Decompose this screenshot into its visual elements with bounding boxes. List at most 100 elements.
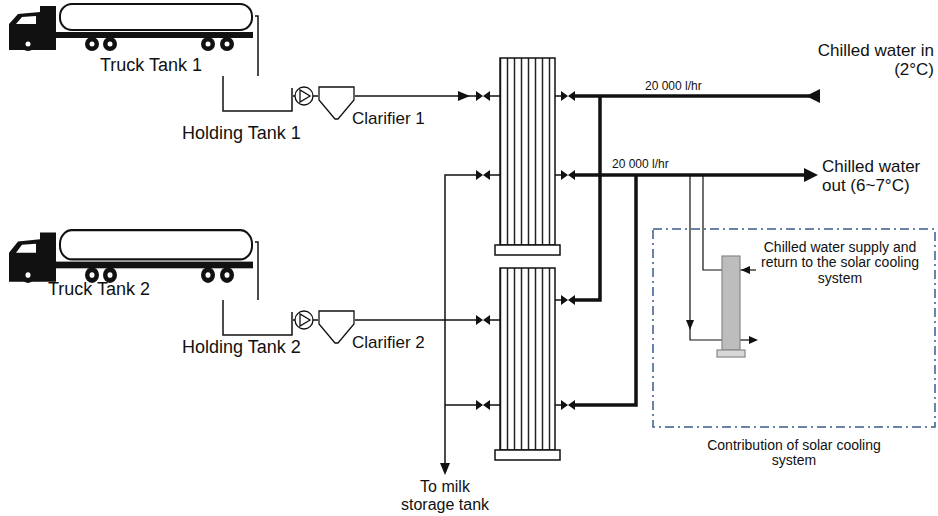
drawing-path — [16, 244, 36, 253]
drawing-path — [319, 311, 354, 343]
arrowheads — [440, 91, 470, 475]
pipe-label: Chilled water out (6~7°C) — [822, 158, 936, 195]
drawing-polygon — [749, 336, 758, 344]
pipe-label: 20 000 l/hr — [645, 80, 702, 93]
drawing-path — [561, 170, 575, 180]
drawing-circle — [26, 272, 31, 278]
drawing-rect — [60, 230, 252, 259]
drawing-line — [355, 319, 476, 321]
drawing-circle — [295, 87, 313, 105]
drawing-polygon — [806, 89, 820, 103]
drawing-polyline — [445, 175, 476, 468]
drawing-rect — [653, 229, 935, 427]
node-label: Clarifier 2 — [352, 334, 425, 353]
valve-symbol — [476, 91, 575, 410]
holding-tank-shape — [222, 76, 293, 112]
drawing-path — [319, 87, 354, 119]
drawing-path — [16, 16, 36, 24]
drawing-circle — [201, 37, 215, 51]
node-label: Truck Tank 1 — [100, 56, 202, 76]
holding-tank-shape — [222, 300, 293, 336]
drawing-rect — [495, 245, 560, 255]
drawing-circle — [206, 42, 211, 47]
milk-pipe — [355, 96, 500, 468]
drawing-rect — [717, 350, 745, 357]
drawing-line — [555, 299, 561, 301]
drawing-polyline — [445, 404, 476, 406]
drawing-circle — [220, 267, 234, 283]
small-arrowheads — [686, 266, 758, 344]
drawing-circle — [206, 272, 211, 278]
drawing-circle — [108, 42, 113, 47]
drawing-rect — [56, 262, 253, 269]
drawing-circle — [201, 267, 215, 283]
clarifier-shape — [318, 86, 355, 120]
pipe-connector — [255, 242, 258, 300]
drawing-path — [561, 295, 575, 305]
drawing-rect — [722, 256, 740, 350]
clarifier-shape — [318, 310, 355, 344]
drawing-circle — [103, 37, 117, 51]
holding-tank: Holding Tank 1 — [222, 76, 293, 112]
drawing-circle — [85, 37, 99, 51]
drawing-polygon — [804, 168, 818, 182]
drawing-line — [555, 174, 561, 176]
node-label: Chilled water supply and return to the s… — [760, 240, 920, 286]
pipe-label: To milk storage tank — [395, 478, 495, 513]
solar-cooling-region: Chilled water supply and return to the s… — [652, 228, 936, 428]
drawing-line — [555, 404, 561, 406]
truck-illustration — [8, 228, 255, 284]
node-label: Holding Tank 1 — [182, 124, 301, 144]
drawing-polygon — [741, 266, 750, 274]
drawing-rect — [56, 32, 253, 38]
drawing-line — [575, 94, 812, 98]
drawing-line — [555, 95, 561, 97]
drawing-polyline — [575, 175, 636, 405]
clarifier: Clarifier 2 — [318, 310, 355, 344]
drawing-polygon — [300, 314, 310, 326]
drawing-circle — [225, 42, 230, 47]
drawing-path — [223, 300, 292, 335]
drawing-path — [561, 91, 575, 101]
drawing-path — [476, 91, 490, 101]
clarifier: Clarifier 1 — [318, 86, 355, 120]
drawing-circle — [225, 272, 230, 278]
drawing-circle — [21, 37, 35, 51]
drawing-polygon — [458, 91, 470, 101]
drawing-polyline — [690, 175, 722, 340]
drawing-circle — [220, 37, 234, 51]
node-label: Clarifier 1 — [352, 110, 425, 129]
flow-arrowheads — [804, 89, 820, 182]
drawing-circle — [108, 272, 113, 278]
drawing-circle — [26, 42, 31, 47]
pipe-label: Chilled water in (2°C) — [786, 42, 934, 79]
drawing-circle — [90, 42, 95, 47]
truck-illustration — [8, 2, 255, 52]
drawing-circle — [295, 311, 313, 329]
drawing-polygon — [300, 90, 310, 102]
drawing-circle — [21, 267, 35, 283]
drawing-line — [490, 174, 500, 176]
solar-heat-exchanger — [690, 175, 756, 357]
node-label: Truck Tank 2 — [48, 280, 150, 300]
drawing-rect — [495, 450, 560, 460]
drawing-path — [561, 400, 575, 410]
drawing-rect — [500, 58, 555, 245]
drawing-path — [476, 170, 490, 180]
node-label: Holding Tank 2 — [182, 338, 301, 358]
pipe-connector — [255, 16, 258, 76]
drawing-circle — [90, 272, 95, 278]
drawing-rect — [500, 268, 555, 450]
drawing-path — [476, 400, 490, 410]
drawing-polygon — [686, 320, 694, 330]
truck-tank: Truck Tank 1 — [8, 2, 255, 52]
drawing-polyline — [703, 175, 722, 270]
node-label: Contribution of solar cooling system — [704, 438, 884, 469]
drawing-line — [355, 95, 476, 97]
heat-exchanger — [495, 58, 560, 460]
pipe-label: 20 000 l/hr — [612, 158, 669, 171]
drawing-line — [490, 95, 500, 97]
drawing-path — [9, 6, 56, 50]
drawing-polygon — [440, 463, 450, 475]
drawing-line — [490, 319, 500, 321]
